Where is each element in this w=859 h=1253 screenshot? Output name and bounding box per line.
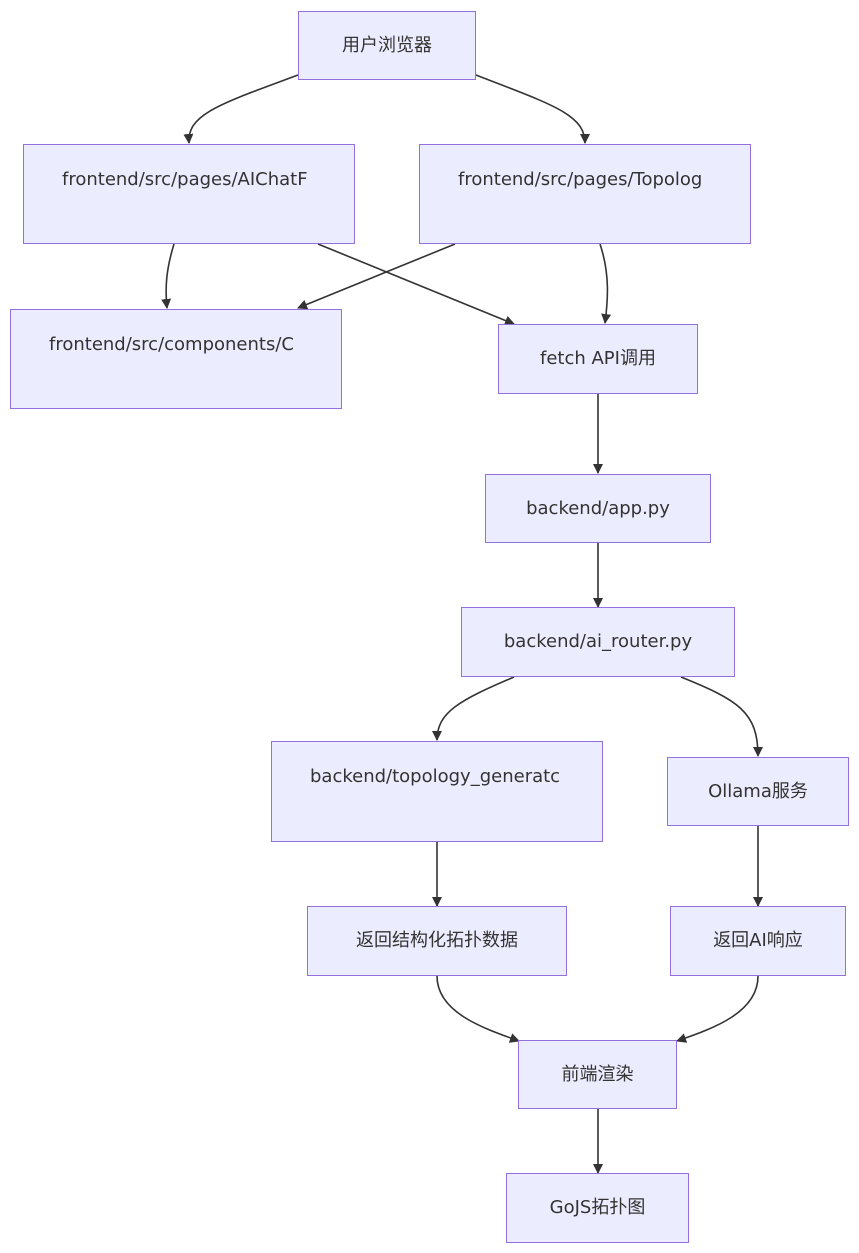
node-return-topology: 返回结构化拓扑数据 <box>307 906 567 976</box>
edge-return-ai-to-frontend-render <box>676 975 759 1043</box>
edge-browser-to-topology-page <box>475 74 590 144</box>
edge-ai-router-to-ollama <box>680 676 763 757</box>
node-ai-chat-page: frontend/src/pages/AIChatF <box>23 144 355 244</box>
node-label: backend/topology_generatc <box>310 766 561 787</box>
node-topology-page: frontend/src/pages/Topolog <box>419 144 751 244</box>
node-label: backend/ai_router.py <box>503 631 693 652</box>
node-label: frontend/src/components/C <box>49 334 294 355</box>
edge-topology-page-to-fetch-api <box>599 243 612 324</box>
node-gojs: GoJS拓扑图 <box>506 1173 689 1243</box>
node-topology-generator: backend/topology_generatc <box>271 741 603 842</box>
node-label: Ollama服务 <box>708 780 808 802</box>
node-label: fetch API调用 <box>540 348 656 369</box>
edge-return-topology-to-frontend-render <box>436 975 520 1043</box>
edge-ai-chat-page-to-fetch-api <box>317 243 515 326</box>
node-label: 返回AI响应 <box>713 930 803 951</box>
node-label: frontend/src/pages/AIChatF <box>62 169 308 190</box>
edge-ai-chat-page-to-components <box>161 243 175 309</box>
node-label: frontend/src/pages/Topolog <box>458 169 703 190</box>
node-label: 用户浏览器 <box>342 34 432 56</box>
node-ollama: Ollama服务 <box>667 757 849 826</box>
node-fetch-api: fetch API调用 <box>498 324 698 394</box>
edge-topology-page-to-components <box>297 243 456 310</box>
node-app-py: backend/app.py <box>485 474 711 543</box>
node-label: GoJS拓扑图 <box>549 1197 646 1218</box>
node-ai-router: backend/ai_router.py <box>461 607 735 677</box>
node-frontend-render: 前端渲染 <box>518 1040 677 1109</box>
node-return-ai: 返回AI响应 <box>670 906 846 976</box>
node-label: 前端渲染 <box>561 1063 634 1085</box>
edge-ai-router-to-topology-generator <box>432 676 515 741</box>
edge-browser-to-ai-chat-page <box>183 74 299 144</box>
node-label: backend/app.py <box>526 497 670 519</box>
node-browser: 用户浏览器 <box>298 11 476 80</box>
node-components: frontend/src/components/C <box>10 309 342 409</box>
node-label: 返回结构化拓扑数据 <box>356 930 518 951</box>
